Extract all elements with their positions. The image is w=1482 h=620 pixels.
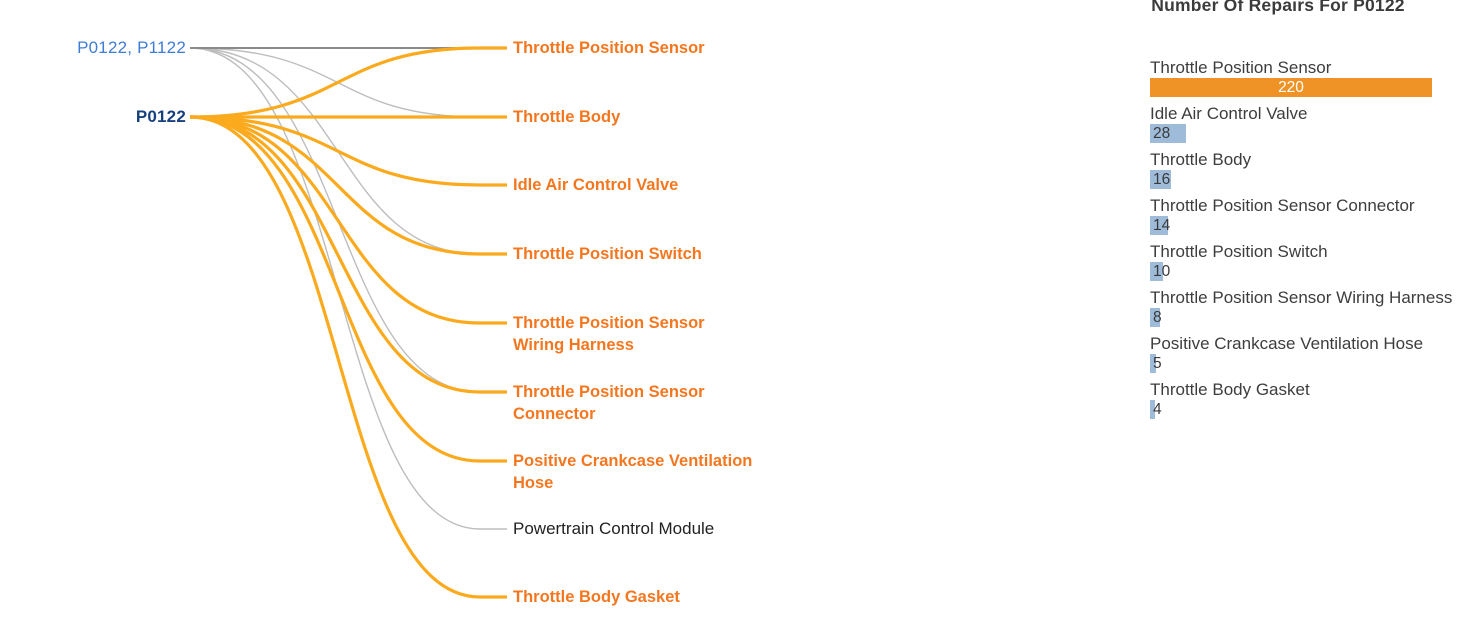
bar-rows: Throttle Position Sensor 220 Idle Air Co… <box>1150 58 1482 426</box>
bar-category-label: Throttle Position Switch <box>1150 242 1328 261</box>
bar-row: Throttle Position Sensor 220 <box>1150 58 1482 97</box>
flow-edge <box>189 46 507 119</box>
flow-edge <box>189 115 507 256</box>
component-node-label[interactable]: Throttle Body <box>513 108 621 126</box>
bar-value-label: 5 <box>1153 355 1162 372</box>
bar-category-label: Throttle Position Sensor Wiring Harness <box>1150 288 1453 307</box>
component-node-label[interactable]: Throttle Body Gasket <box>513 588 680 606</box>
bar-track: 10 <box>1150 262 1482 281</box>
flow-edge <box>189 115 507 325</box>
bar[interactable] <box>1150 216 1168 235</box>
bar-category-label: Throttle Body <box>1150 150 1252 169</box>
bar[interactable] <box>1150 170 1171 189</box>
bar-track: 5 <box>1150 354 1482 373</box>
bar[interactable] <box>1150 78 1432 97</box>
bar-track: 16 <box>1150 170 1482 189</box>
bar-row: Throttle Position Sensor Wiring Harness … <box>1150 288 1482 327</box>
bar-category-label: Positive Crankcase Ventilation Hose <box>1150 334 1424 353</box>
bar-track: 8 <box>1150 308 1482 327</box>
flow-edge <box>189 115 507 187</box>
bar[interactable] <box>1150 400 1155 419</box>
component-node-label[interactable]: Positive Crankcase Ventilation Hose <box>513 452 753 492</box>
flow-edge <box>189 47 507 393</box>
bar-value-label: 10 <box>1153 263 1171 280</box>
bar-row: Throttle Body Gasket 4 <box>1150 380 1482 419</box>
bar-track: 4 <box>1150 400 1482 419</box>
bar[interactable] <box>1150 354 1156 373</box>
bar-row: Positive Crankcase Ventilation Hose 5 <box>1150 334 1482 373</box>
repairs-bar-chart: Number Of Repairs For P0122 Throttle Pos… <box>1110 0 1482 620</box>
bar-row: Throttle Position Sensor Connector 14 <box>1150 196 1482 235</box>
component-node-label[interactable]: Throttle Position Switch <box>513 245 702 263</box>
chart-title: Number Of Repairs For P0122 <box>1151 0 1405 15</box>
bar-row: Throttle Body 16 <box>1150 150 1482 189</box>
bar-track: 14 <box>1150 216 1482 235</box>
flow-edge <box>189 47 507 118</box>
flow-edge <box>189 115 507 599</box>
component-node-label[interactable]: Powertrain Control Module <box>513 519 715 538</box>
bar-row: Idle Air Control Valve 28 <box>1150 104 1482 143</box>
bar-category-label: Throttle Position Sensor <box>1150 58 1332 77</box>
bar-value-label: 8 <box>1153 309 1162 326</box>
bar[interactable] <box>1150 262 1163 281</box>
dtc-node-label[interactable]: P0122 <box>135 107 186 126</box>
bar-category-label: Throttle Position Sensor Connector <box>1150 196 1415 215</box>
component-node-label[interactable]: Idle Air Control Valve <box>513 176 679 194</box>
component-node-label[interactable]: Throttle Position Sensor Connector <box>513 383 705 423</box>
bar-category-label: Throttle Body Gasket <box>1150 380 1310 399</box>
bar-track: 220 <box>1150 78 1482 97</box>
bar-value-label: 28 <box>1153 125 1171 142</box>
dtc-node-label[interactable]: P0122, P1122 <box>77 38 186 57</box>
flow-edge <box>189 115 507 394</box>
bar-track: 28 <box>1150 124 1482 143</box>
bar-value-label: 14 <box>1153 217 1171 234</box>
bar[interactable] <box>1150 308 1160 327</box>
flow-edge <box>189 115 507 463</box>
bar-category-label: Idle Air Control Valve <box>1150 104 1308 123</box>
flow-edge <box>189 47 507 255</box>
component-node-label[interactable]: Throttle Position Sensor Wiring Harness <box>513 314 705 354</box>
bar-value-label: 16 <box>1153 171 1171 188</box>
bar-value-label: 4 <box>1153 401 1162 418</box>
bar-value-label: 220 <box>1278 79 1304 96</box>
flow-edge-lines <box>189 46 507 599</box>
bar-row: Throttle Position Switch 10 <box>1150 242 1482 281</box>
component-node-label[interactable]: Throttle Position Sensor <box>513 39 705 57</box>
bar[interactable] <box>1150 124 1186 143</box>
